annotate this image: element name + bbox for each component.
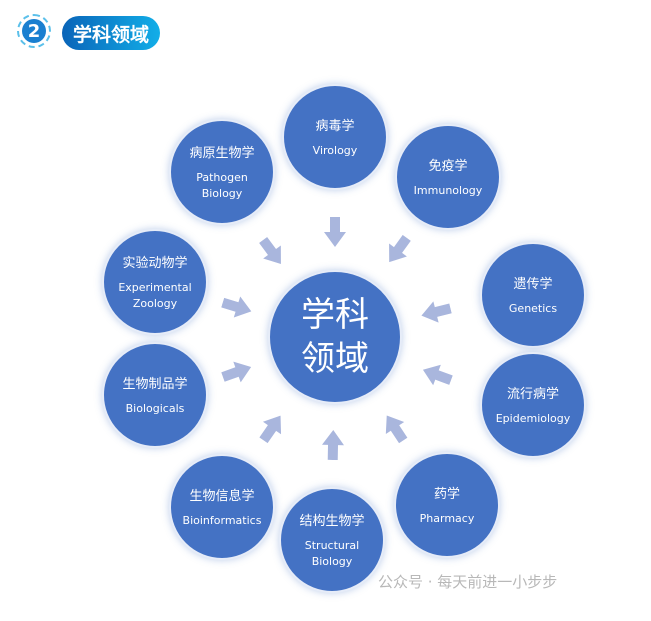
arrow-icon — [259, 236, 281, 265]
field-name-zh: 生物制品学 — [122, 377, 188, 392]
field-name-en: Virology — [312, 144, 358, 157]
field-name-zh: 病毒学 — [315, 119, 355, 134]
field-name-en: Epidemiology — [495, 412, 571, 425]
field-name-en: Structural Biology — [304, 539, 360, 568]
arrow-icon — [221, 296, 252, 318]
field-node: 遗传学 Genetics — [480, 242, 586, 348]
field-name-zh: 实验动物学 — [122, 256, 188, 271]
field-name-en: Biologicals — [125, 402, 185, 415]
arrow-icon — [385, 415, 408, 444]
field-name-en: Genetics — [508, 302, 558, 315]
arrow-icon — [421, 301, 452, 323]
field-node: 生物信息学 Bioinformatics — [169, 454, 275, 560]
field-name-en: Immunology — [413, 184, 483, 197]
watermark: 公众号 · 每天前进一小步步 — [378, 573, 558, 591]
arrow-icon — [324, 217, 346, 247]
field-name-zh: 生物信息学 — [189, 489, 255, 504]
arrow-icon — [221, 361, 252, 383]
field-node: 药学 Pharmacy — [394, 452, 500, 558]
arrow-icon — [259, 415, 282, 444]
field-name-en: Bioinformatics — [182, 514, 262, 527]
field-node: 免疫学 Immunology — [395, 124, 501, 230]
arrow-icon — [389, 234, 411, 263]
field-name-zh: 病原生物学 — [189, 146, 255, 161]
section-title: 学科领域 — [62, 16, 160, 50]
field-node: 病原生物学 Pathogen Biology — [169, 119, 275, 225]
field-node: 实验动物学 Experimental Zoology — [102, 229, 208, 335]
section-number-badge: 2 — [17, 14, 51, 48]
field-name-en: Pathogen Biology — [196, 171, 248, 200]
field-node: 结构生物学 Structural Biology — [279, 487, 385, 593]
center-line-2: 领域 — [301, 339, 369, 379]
field-name-zh: 药学 — [433, 487, 460, 502]
arrow-icon — [422, 364, 453, 386]
field-name-zh: 免疫学 — [428, 159, 468, 174]
field-node: 病毒学 Virology — [282, 84, 388, 190]
field-node: 生物制品学 Biologicals — [102, 342, 208, 448]
field-name-en: Experimental Zoology — [118, 281, 192, 310]
section-number: 2 — [22, 19, 46, 43]
arrow-icon — [322, 430, 344, 461]
center-line-1: 学科 — [301, 295, 369, 335]
field-name-en: Pharmacy — [419, 512, 475, 525]
field-node: 流行病学 Epidemiology — [480, 352, 586, 458]
field-name-zh: 结构生物学 — [299, 514, 365, 529]
center-node: 学科 领域 — [268, 270, 402, 404]
field-name-zh: 流行病学 — [506, 387, 559, 402]
field-name-zh: 遗传学 — [513, 277, 553, 292]
